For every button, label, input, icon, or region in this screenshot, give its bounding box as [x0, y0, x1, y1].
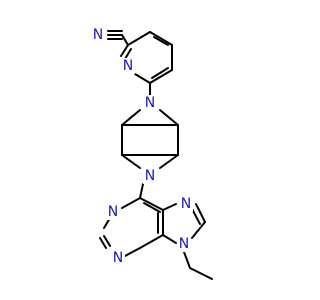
ethyl-group — [183, 251, 213, 280]
bond-nitrile-ring — [121, 34, 129, 46]
purine-pyrimidine-ring — [99, 197, 164, 257]
svg-text:N: N — [179, 236, 189, 252]
nitrile-n-atom: N — [91, 27, 105, 43]
nitrile-group — [107, 30, 123, 40]
purine-n7-atom: N — [179, 196, 193, 212]
svg-text:N: N — [108, 204, 118, 220]
svg-text:N: N — [113, 250, 123, 266]
bicycle-n-bottom-atom: N — [143, 168, 157, 184]
pyridine-n-atom: N — [121, 58, 135, 74]
svg-text:N: N — [93, 27, 103, 43]
bicycle-n-top-atom: N — [143, 95, 157, 111]
bicyclic-ring — [121, 109, 179, 169]
svg-text:N: N — [123, 58, 133, 74]
purine-n3-atom: N — [111, 250, 125, 266]
svg-text:N: N — [145, 95, 155, 111]
purine-n9-atom: N — [177, 236, 191, 252]
pyridine-ring — [120, 31, 173, 84]
purine-n1-atom: N — [106, 204, 120, 220]
svg-text:N: N — [145, 168, 155, 184]
bond-bicycle-purine — [139, 183, 144, 199]
purine-imidazole-ring — [162, 203, 206, 244]
svg-text:N: N — [181, 196, 191, 212]
molecule-structure: N N N N N N N N — [91, 27, 213, 280]
